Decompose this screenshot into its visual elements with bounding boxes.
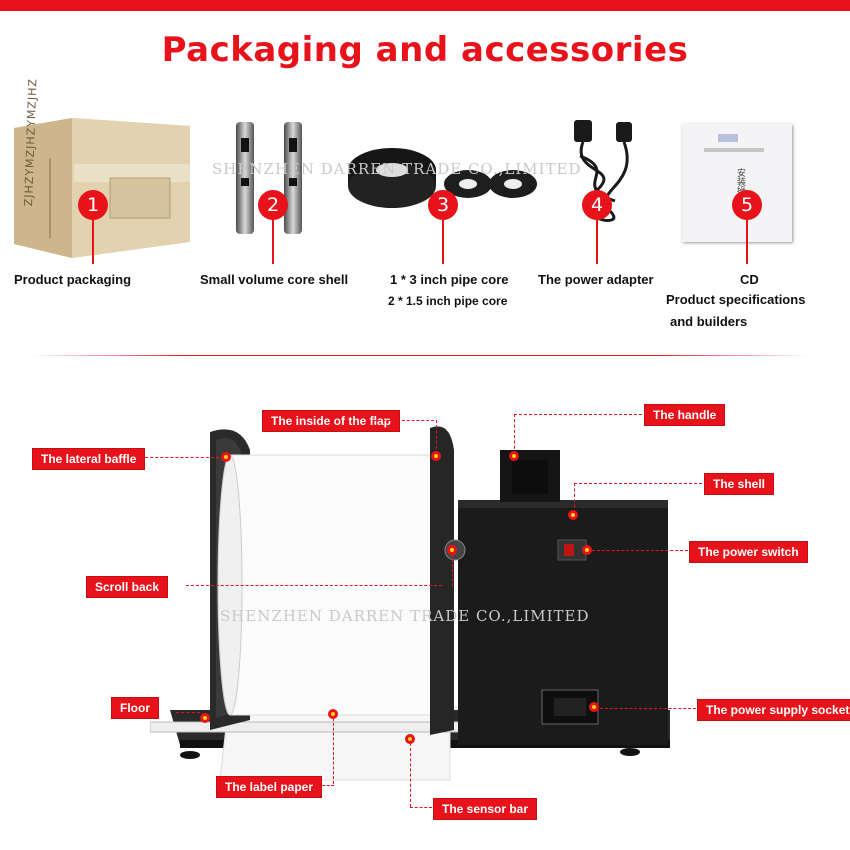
marker-handle xyxy=(509,451,519,461)
marker-inside-flap xyxy=(431,451,441,461)
page-title: Packaging and accessories xyxy=(161,30,689,70)
leader-power-socket xyxy=(600,708,696,709)
manual-cover-text: 安装操作 xyxy=(735,168,745,204)
accessory-label-3b: 2 * 1.5 inch pipe core xyxy=(388,294,508,308)
leader-shell xyxy=(574,483,702,484)
leader-power-switch xyxy=(592,550,688,551)
pipe-cores-image xyxy=(348,148,537,208)
accessory-label-5c: and builders xyxy=(670,314,748,329)
accessory-label-4: The power adapter xyxy=(538,272,654,287)
core-shell-brackets-image xyxy=(236,122,302,234)
leader-inside-flap-v xyxy=(436,420,437,454)
number-stem-1 xyxy=(92,220,94,264)
number-badge-1: 1 xyxy=(78,190,108,220)
section-divider xyxy=(32,355,808,356)
label-power-switch: The power switch xyxy=(689,541,808,563)
marker-shell xyxy=(568,510,578,520)
watermark-top: SHENZHEN DARREN TRADE CO.,LIMITED xyxy=(212,160,582,178)
label-rewinder-device-image xyxy=(150,426,670,781)
number-badge-3: 3 xyxy=(428,190,458,220)
label-power-socket: The power supply socket xyxy=(697,699,850,721)
label-label-paper: The label paper xyxy=(216,776,323,798)
leader-handle-v xyxy=(514,414,515,454)
label-handle: The handle xyxy=(644,404,726,426)
marker-floor xyxy=(200,713,210,723)
leader-sensor-bar-v xyxy=(410,743,411,807)
accessory-label-2: Small volume core shell xyxy=(200,272,349,287)
marker-label-paper xyxy=(328,709,338,719)
number-stem-4 xyxy=(596,220,598,264)
number-stem-2 xyxy=(272,220,274,264)
label-floor: Floor xyxy=(111,697,159,719)
marker-power-switch xyxy=(582,545,592,555)
leader-label-paper xyxy=(318,785,334,786)
marker-scroll-back xyxy=(447,545,457,555)
manual-booklet-image: 安装操作 xyxy=(682,124,792,242)
number-badge-5: 5 xyxy=(732,190,762,220)
accessory-label-5b: Product specifications xyxy=(666,292,806,307)
leader-scroll-back xyxy=(186,585,442,586)
number-stem-3 xyxy=(442,220,444,264)
leader-shell-v xyxy=(574,483,575,513)
number-badge-4: 4 xyxy=(582,190,612,220)
marker-lateral-baffle xyxy=(221,452,231,462)
accessory-label-1: Product packaging xyxy=(14,272,132,287)
watermark-bottom: SHENZHEN DARREN TRADE CO.,LIMITED xyxy=(220,607,590,625)
leader-handle xyxy=(514,414,642,415)
leader-sensor-bar xyxy=(410,807,432,808)
leader-label-paper-v xyxy=(333,718,334,784)
top-red-bar xyxy=(0,0,850,11)
leader-floor xyxy=(176,712,200,713)
marker-power-socket xyxy=(589,702,599,712)
product-packaging-item: ZJHZYMZJHZYMZJHZ xyxy=(14,78,194,268)
label-scroll-back: Scroll back xyxy=(86,576,169,598)
label-shell: The shell xyxy=(704,473,775,495)
power-cord-image xyxy=(574,120,632,222)
number-badge-2: 2 xyxy=(258,190,288,220)
leader-scroll-back-v xyxy=(452,550,453,586)
accessory-label-5a: CD xyxy=(740,272,759,287)
label-lateral-baffle: The lateral baffle xyxy=(32,448,146,470)
cardboard-box-image xyxy=(14,118,190,258)
label-inside-flap: The inside of the flap xyxy=(262,410,401,432)
marker-sensor-bar xyxy=(405,734,415,744)
number-stem-5 xyxy=(746,220,748,264)
leader-inside-flap xyxy=(368,420,434,421)
accessory-label-3a: 1 * 3 inch pipe core xyxy=(390,272,509,287)
label-sensor-bar: The sensor bar xyxy=(433,798,538,820)
leader-lateral-baffle xyxy=(140,457,224,458)
